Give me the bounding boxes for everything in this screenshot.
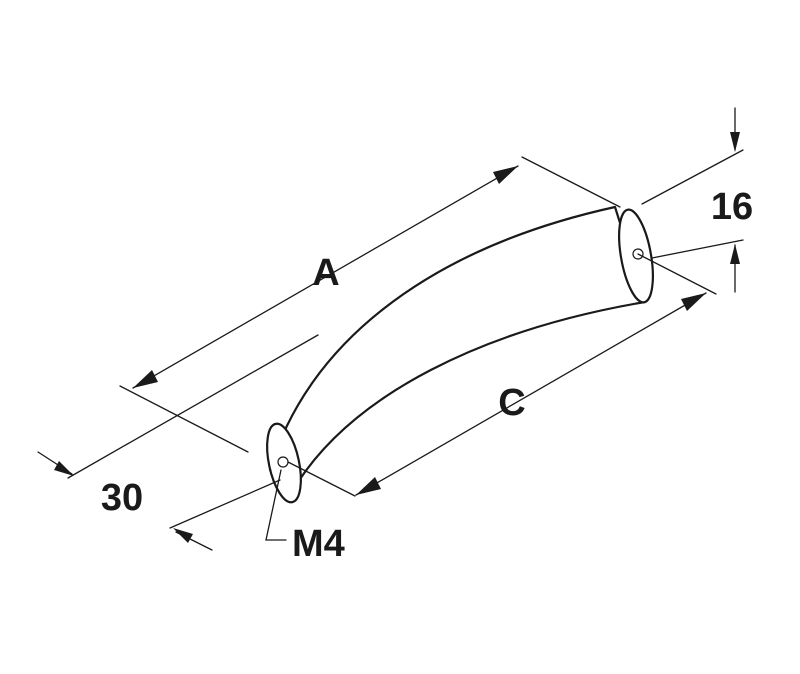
dimension-16-arrow-top (730, 132, 740, 152)
dimension-16-label: 16 (711, 186, 753, 228)
dimension-30-extension-bottom (169, 479, 281, 529)
thread-callout: M4 (265, 469, 345, 565)
thread-leader (265, 469, 287, 541)
dimension-30-label: 30 (101, 477, 143, 519)
right-end-face (618, 208, 654, 304)
thread-label: M4 (292, 523, 345, 565)
right-thread-hole (632, 248, 644, 260)
dimension-a-line (132, 165, 519, 389)
dimension-16-extension-bottom (651, 239, 744, 259)
dimension-30: 30 (37, 334, 319, 551)
dimension-c-extension-right (637, 253, 717, 295)
dimension-a: A (119, 156, 621, 453)
dimension-c: C (287, 253, 717, 497)
dimension-30-arrow-top (54, 461, 74, 476)
dimension-c-arrow-left (356, 477, 381, 495)
bow-handle (266, 205, 654, 504)
dimension-a-arrow-left (133, 370, 158, 388)
dimension-16-extension-top (641, 149, 744, 205)
dimension-a-extension-right (521, 156, 621, 208)
dimension-a-extension-left (119, 385, 249, 453)
dimension-a-label: A (312, 252, 339, 294)
dimension-30-extension-top (67, 334, 319, 479)
dimension-16: 16 (641, 107, 753, 293)
dimension-c-extension-left (287, 461, 356, 497)
dimension-c-label: C (498, 382, 525, 424)
dimension-16-arrow-bottom (730, 244, 740, 264)
dimension-c-arrow-right (681, 293, 706, 311)
dimension-c-line (355, 292, 707, 496)
dimension-30-arrow-bottom (173, 528, 193, 543)
handle-body (268, 205, 647, 484)
dimension-a-arrow-right (493, 166, 518, 184)
